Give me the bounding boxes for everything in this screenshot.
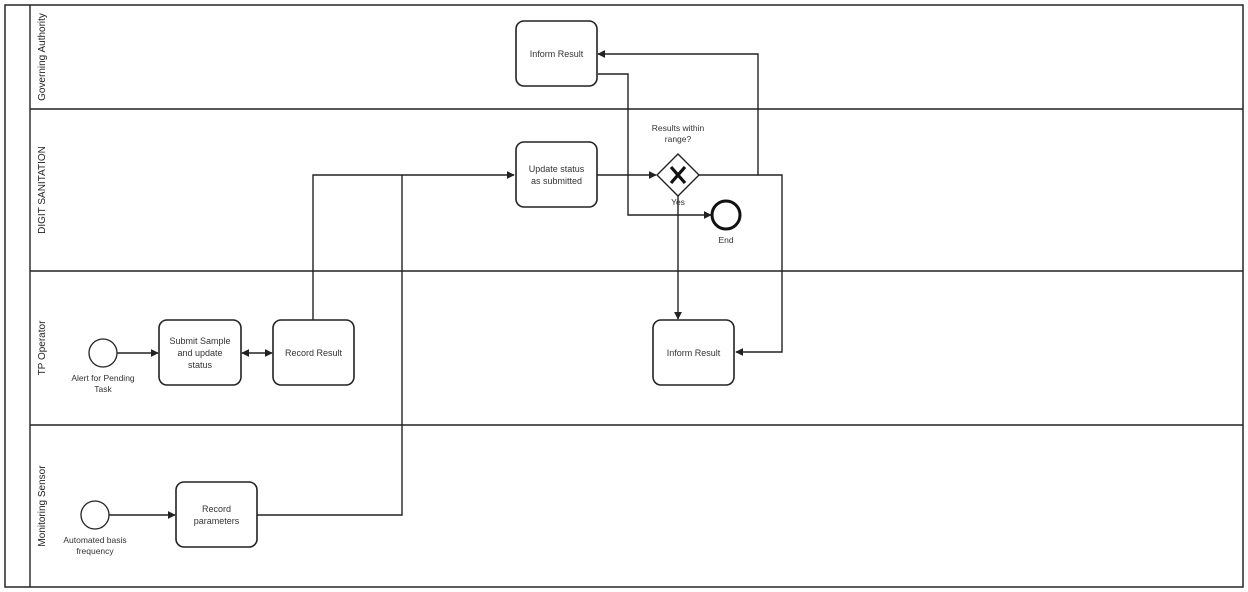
lane-label-digit-sanitation: DIGIT SANITATION (37, 146, 48, 234)
flow-inform-authority-to-end (598, 73, 712, 219)
gateway-yes-label: Yes (671, 197, 685, 207)
task-record-parameters[interactable]: Record parameters (175, 481, 258, 548)
task-update-status[interactable]: Update status as submitted (515, 141, 598, 208)
lane-label-governing-authority: Governing Authority (37, 13, 48, 101)
start-event-circle-icon (80, 500, 110, 530)
task-label: parameters (194, 516, 240, 526)
task-inform-result-operator[interactable]: Inform Result (652, 319, 735, 386)
gateway-question-label: range? (665, 134, 692, 144)
task-label: Record Result (285, 348, 343, 358)
task-submit-sample[interactable]: Submit Sample and update status (158, 319, 242, 386)
event-label: End (718, 235, 733, 245)
task-label: Record (202, 504, 231, 514)
gateway-x-icon (669, 165, 687, 185)
exclusive-gateway[interactable]: Results within range? Yes (652, 123, 705, 207)
task-label: Inform Result (530, 49, 584, 59)
task-label: status (188, 360, 213, 370)
start-event-circle-icon (88, 338, 118, 368)
lane-label-monitoring-sensor: Monitoring Sensor (37, 465, 48, 547)
event-label: Automated basis (63, 535, 126, 545)
task-inform-result-authority[interactable]: Inform Result (515, 20, 598, 87)
task-record-result[interactable]: Record Result (272, 319, 355, 386)
gateway-question-label: Results within (652, 123, 705, 133)
task-label: Submit Sample (169, 336, 230, 346)
flow-record-result-to-update-status (312, 171, 515, 320)
start-event-automated[interactable]: Automated basis frequency (63, 500, 127, 556)
task-label: Update status (529, 164, 585, 174)
flow-gateway-to-inform-authority (597, 50, 759, 176)
end-event-circle-icon (710, 199, 742, 231)
start-event-alert[interactable]: Alert for Pending Task (71, 338, 135, 394)
event-label: Task (94, 384, 112, 394)
flow-record-parameters-to-update-status (257, 175, 403, 516)
lane-label-tp-operator: TP Operator (37, 320, 48, 376)
event-label: frequency (76, 546, 114, 556)
end-event[interactable]: End (710, 199, 742, 245)
task-label: Inform Result (667, 348, 721, 358)
task-label: as submitted (531, 176, 582, 186)
flow-gateway-to-inform-operator (735, 174, 783, 356)
event-label: Alert for Pending (71, 373, 135, 383)
task-label: and update (177, 348, 222, 358)
